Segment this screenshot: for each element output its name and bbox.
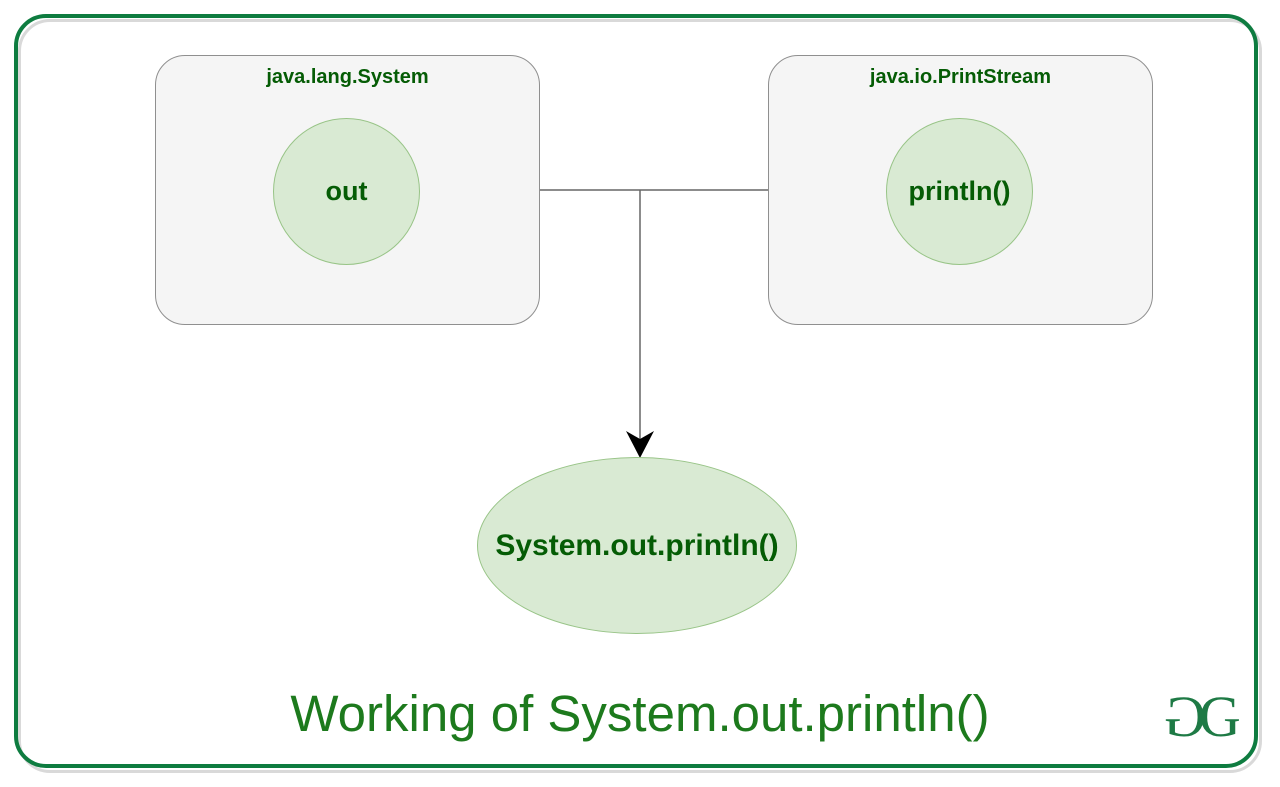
class-box-title: java.lang.System [266,66,429,88]
class-box-java-lang-system: java.lang.System out [155,55,540,325]
logo-g: G [1198,684,1241,749]
result-node-system-out-println: System.out.println() [477,457,797,634]
logo-g-flipped: G [1164,684,1206,749]
class-box-title: java.io.PrintStream [869,66,1052,88]
outer-frame-border [14,14,1258,768]
class-box-java-io-printstream: java.io.PrintStream println() [768,55,1153,325]
outer-frame-shadow [18,19,1262,773]
result-node-label: System.out.println() [495,528,779,562]
member-node-label: out [325,176,368,206]
diagram-title: Working of System.out.println() [290,685,990,742]
member-node-label: println() [908,176,1011,206]
geeksforgeeks-logo: GG [1164,684,1241,749]
member-node-println: println() [886,118,1033,265]
member-node-out: out [273,118,420,265]
